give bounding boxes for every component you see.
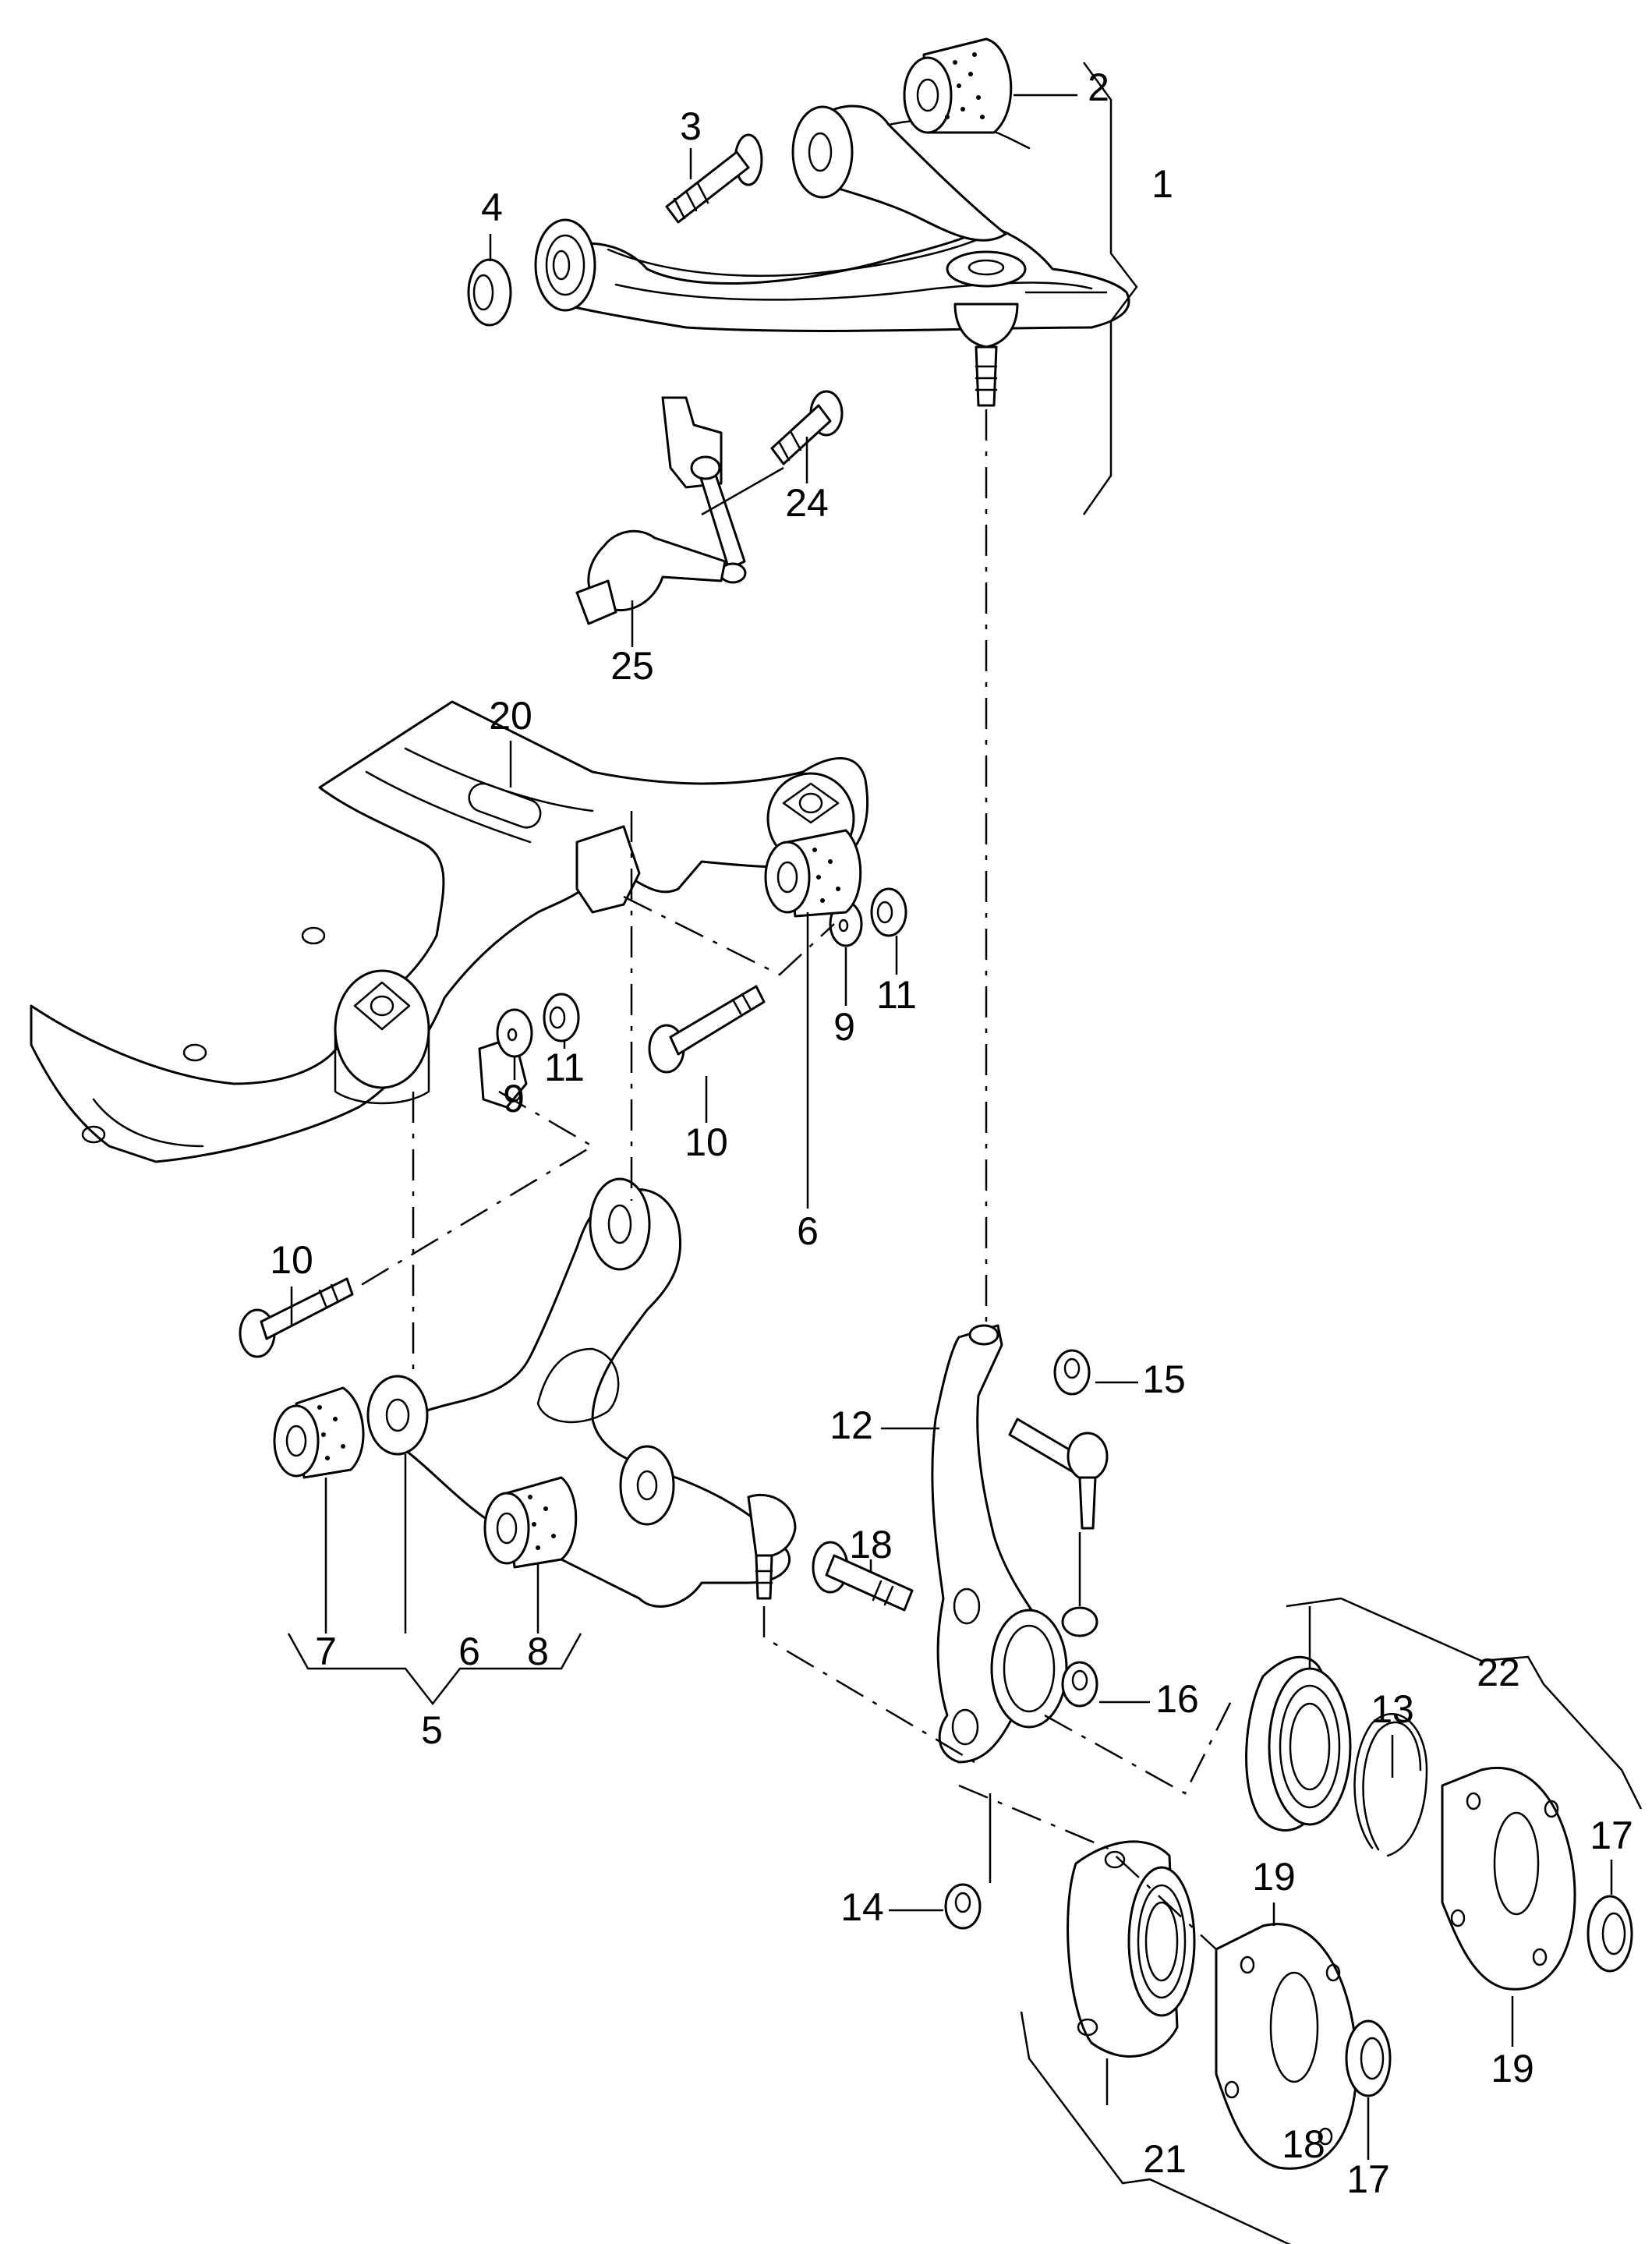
callout-2[interactable]: 2 [1088,65,1109,109]
rubber-texture [528,1495,556,1550]
callout-13[interactable]: 13 [1371,1687,1414,1731]
callout-20[interactable]: 20 [489,694,532,738]
bolt-10-left[interactable] [239,1277,354,1358]
nut-4[interactable] [467,258,512,327]
steering-knuckle-12[interactable] [931,1324,1068,1764]
callout-18-mid[interactable]: 18 [849,1523,893,1566]
callout-3[interactable]: 3 [680,104,702,148]
rubber-texture [812,848,840,903]
callout-10-right[interactable]: 10 [685,1120,728,1164]
washer-9-left[interactable] [496,1008,533,1058]
bolt-18-mid[interactable] [812,1541,914,1612]
group-brackets [287,62,1643,2244]
callout-1[interactable]: 1 [1151,162,1173,206]
callout-9-left[interactable]: 9 [503,1077,525,1120]
callout-25[interactable]: 25 [610,644,654,688]
callout-24[interactable]: 24 [785,481,829,525]
callout-18-bottom[interactable]: 18 [1282,2122,1325,2166]
bushing-2[interactable] [903,37,1013,134]
callout-16[interactable]: 16 [1155,1677,1199,1721]
subframe-20[interactable] [30,700,869,1163]
callout-21[interactable]: 21 [1143,2137,1187,2181]
callout-17-bottom[interactable]: 17 [1346,2157,1390,2201]
hub-nut-17-right[interactable] [1587,1895,1633,1973]
nut-15[interactable] [1053,1349,1091,1396]
leader-lines [290,94,1613,2160]
bolt-24[interactable] [770,390,844,465]
callout-11-left[interactable]: 11 [544,1046,585,1089]
callout-7[interactable]: 7 [315,1630,337,1673]
callout-12[interactable]: 12 [830,1403,873,1447]
callout-17-right[interactable]: 17 [1590,1814,1633,1857]
bushing-8[interactable] [483,1476,578,1569]
rubber-texture [317,1405,345,1460]
nut-16[interactable] [1061,1606,1098,1708]
callout-14[interactable]: 14 [840,1885,884,1929]
callout-labels: 2 1 3 4 24 25 20 9 11 9 11 10 6 10 15 12… [270,65,1633,2201]
callout-22[interactable]: 22 [1477,1651,1520,1694]
callout-6-lower[interactable]: 6 [458,1630,480,1673]
bearing-housing-21[interactable] [1067,1840,1196,2058]
tie-rod-end[interactable] [1008,1418,1109,1530]
callout-19-right[interactable]: 19 [1491,2047,1534,2090]
nut-11-left[interactable] [543,993,580,1042]
callout-15[interactable]: 15 [1142,1357,1186,1401]
hub-nut-17-bottom[interactable] [1345,2019,1392,2097]
wheel-hub-19-mid[interactable] [1215,1923,1358,2170]
level-sensor-25[interactable] [575,396,747,625]
callout-19-mid[interactable]: 19 [1252,1855,1296,1899]
callout-8[interactable]: 8 [527,1630,549,1673]
callout-5[interactable]: 5 [421,1708,443,1752]
callout-11-right[interactable]: 11 [876,973,917,1017]
nut-14[interactable] [944,1883,982,1930]
rubber-texture [945,52,985,119]
bolt-10-right[interactable] [648,985,766,1074]
wheel-hub-19-right[interactable] [1441,1767,1576,1991]
wheel-bearing-22[interactable] [1245,1655,1352,1832]
bushing-6-upper[interactable] [764,829,862,918]
callout-9-right[interactable]: 9 [833,1005,855,1049]
upper-control-arm[interactable] [534,104,1130,407]
callout-6-upper[interactable]: 6 [797,1209,819,1253]
bolt-3[interactable] [665,133,763,224]
bushing-7[interactable] [273,1386,365,1479]
callout-10-left[interactable]: 10 [270,1238,313,1282]
assembly-dash-lines [358,409,1233,1950]
snap-ring-13[interactable] [1353,1713,1428,1857]
nut-11-right[interactable] [870,887,907,937]
callout-4[interactable]: 4 [481,186,503,229]
